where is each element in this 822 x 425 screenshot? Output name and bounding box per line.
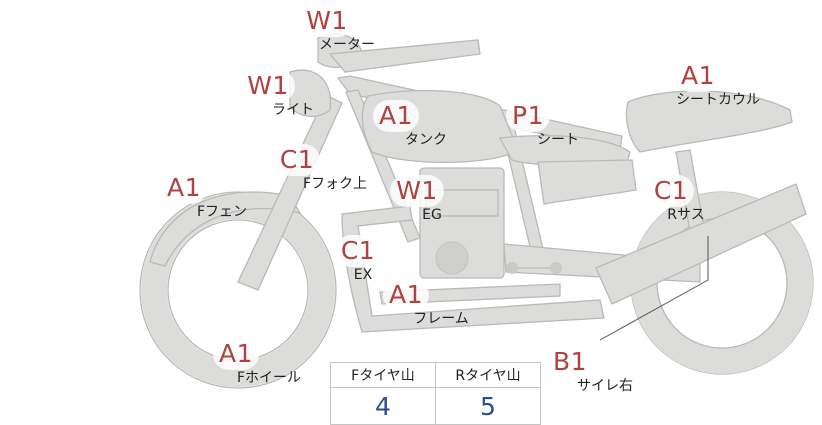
part-label: EX [353, 267, 373, 283]
front-fender-icon [149, 191, 302, 267]
part-label: EG [422, 207, 442, 223]
part-label: シートカウル [676, 92, 760, 108]
seat-icon [498, 135, 631, 167]
callout-front-fender[interactable]: A1 Fフェン [109, 172, 259, 220]
muffler-icon [595, 183, 807, 305]
callout-tank[interactable]: A1 タンク [321, 100, 471, 148]
front-tread-header: Fタイヤ山 [330, 362, 436, 388]
grade-badge: A1 [382, 279, 429, 311]
callout-front-fork[interactable]: C1 Fフォク上 [222, 144, 372, 192]
front-fork-icon [237, 94, 343, 291]
grade-badge: A1 [160, 172, 207, 204]
callout-rear-suspension[interactable]: C1 Rサス [596, 175, 746, 223]
part-label: Fフェン [196, 204, 248, 220]
grade-badge: A1 [372, 100, 419, 132]
grade-badge: W1 [390, 175, 444, 207]
part-label: ライト [272, 102, 314, 118]
muffler-callout-line [599, 236, 709, 341]
part-label: タンク [405, 132, 447, 148]
grade-badge: W1 [300, 5, 354, 37]
grade-badge: A1 [212, 338, 259, 370]
rear-tread-value: 5 [435, 387, 541, 425]
grade-badge: A1 [674, 60, 721, 92]
part-label: Fフォク上 [302, 176, 368, 192]
grade-badge: W1 [241, 70, 295, 102]
part-label: Rサス [667, 207, 705, 223]
callout-seat-cowl[interactable]: A1 シートカウル [623, 60, 773, 108]
part-label: Fホイール [236, 370, 302, 386]
part-label: サイレ右 [577, 378, 633, 394]
rear-tread-header: Rタイヤ山 [435, 362, 541, 388]
callout-muffler-right[interactable]: B1 サイレ右 [495, 346, 645, 394]
handlebar-icon [328, 39, 481, 73]
side-cover-icon [537, 159, 637, 205]
callout-exhaust[interactable]: C1 EX [283, 235, 433, 283]
grade-badge: P1 [506, 100, 550, 132]
callout-seat[interactable]: P1 シート [453, 100, 603, 148]
callout-engine[interactable]: W1 EG [342, 175, 492, 223]
front-tread-value: 4 [330, 387, 436, 425]
callout-light[interactable]: W1 ライト [193, 70, 343, 118]
callout-meter[interactable]: W1 メーター [252, 5, 402, 53]
headlight-icon [289, 69, 332, 117]
grade-badge: B1 [546, 346, 594, 378]
callout-front-wheel[interactable]: A1 Fホイール [161, 338, 311, 386]
callout-frame[interactable]: A1 フレーム [331, 279, 481, 327]
part-label: メーター [319, 37, 375, 53]
grade-badge: C1 [334, 235, 382, 267]
part-label: フレーム [413, 311, 469, 327]
tire-tread-table: Fタイヤ山 Rタイヤ山 4 5 [330, 362, 541, 425]
grade-badge: C1 [273, 144, 321, 176]
part-label: シート [537, 132, 579, 148]
grade-badge: C1 [647, 175, 695, 207]
